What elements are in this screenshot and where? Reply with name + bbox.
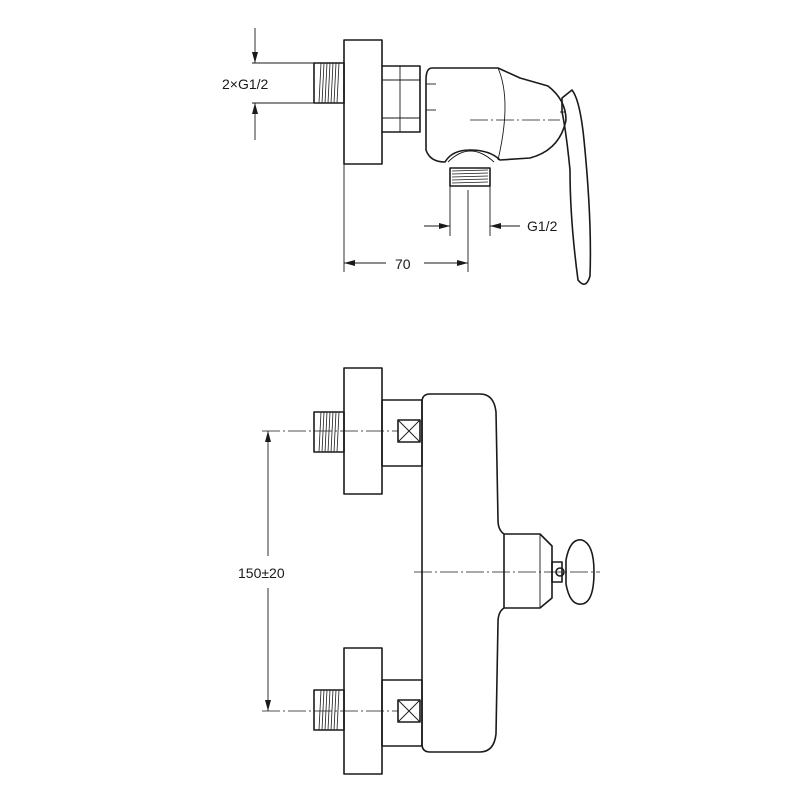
thread-line [321, 689, 325, 731]
thread-line [451, 169, 489, 172]
thread-line [451, 181, 489, 184]
front-mixer-body [421, 393, 505, 753]
thread-line [333, 689, 337, 731]
front-view: 150±20 [238, 367, 600, 775]
front-upper-connector [381, 399, 423, 467]
thread-line [327, 411, 331, 453]
side-outlet-nipple [449, 167, 491, 187]
thread-line [318, 62, 322, 104]
thread-line [336, 62, 340, 104]
dim-inlet-thread: 2×G1/2 [222, 28, 314, 140]
thread-line [327, 689, 331, 731]
thread-line [321, 411, 325, 453]
inlet-thread-label: 2×G1/2 [222, 76, 269, 92]
side-wall-flange [343, 39, 383, 165]
side-connector [381, 65, 421, 133]
side-mixer-body [425, 67, 567, 163]
side-inlet-nipple [313, 62, 345, 104]
dim-outlet-thread: G1/2 [424, 186, 558, 236]
thread-line [333, 62, 337, 104]
front-handle-hub [503, 533, 553, 609]
thread-line [451, 175, 489, 178]
projection-label: 70 [395, 256, 411, 272]
side-view: 2×G1/2 G1/2 70 [222, 28, 592, 285]
thread-line [336, 411, 340, 453]
thread-line [324, 411, 328, 453]
thread-line [333, 411, 337, 453]
outlet-thread-label: G1/2 [527, 218, 558, 234]
thread-line [321, 62, 325, 104]
thread-line [336, 689, 340, 731]
front-lower-connector [381, 679, 423, 747]
thread-line [327, 62, 331, 104]
dim-inlet-spacing: 150±20 [238, 431, 285, 711]
thread-line [324, 689, 328, 731]
thread-line [330, 689, 334, 731]
dim-projection: 70 [343, 164, 469, 272]
thread-line [451, 172, 489, 175]
thread-line [318, 689, 322, 731]
thread-line [318, 411, 322, 453]
thread-line [330, 411, 334, 453]
thread-line [324, 62, 328, 104]
side-lever-handle [561, 89, 592, 285]
thread-line [451, 178, 489, 181]
thread-line [330, 62, 334, 104]
inlet-spacing-label: 150±20 [238, 565, 285, 581]
